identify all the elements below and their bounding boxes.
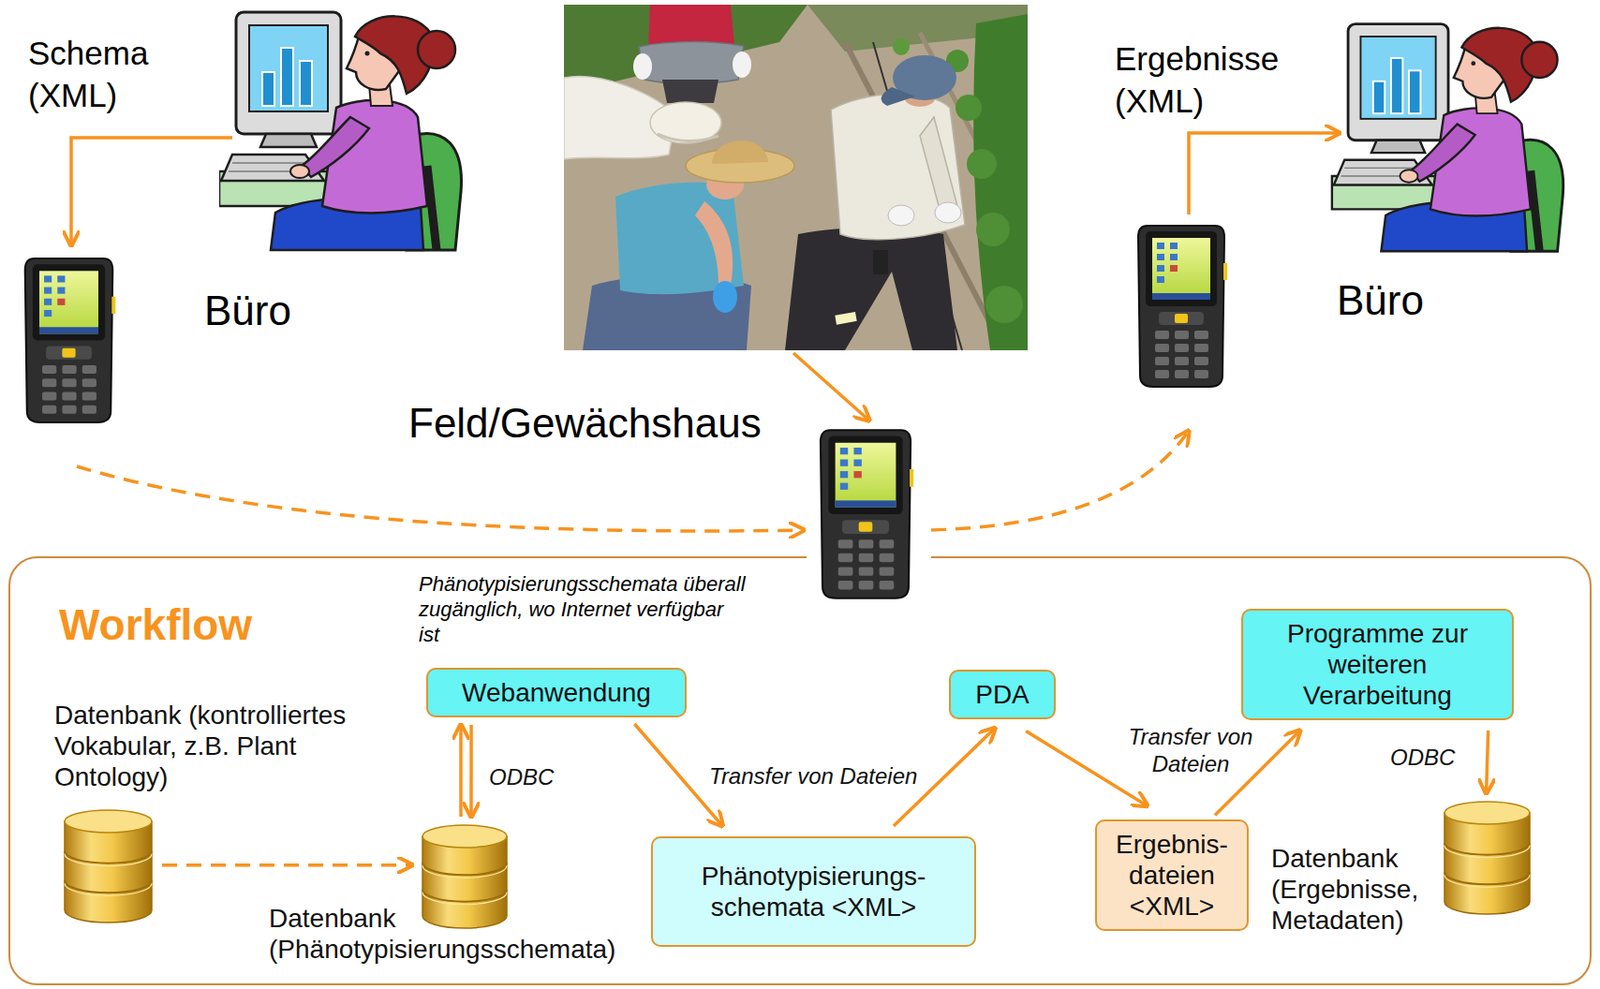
field-photo-part (563, 4, 1028, 351)
database-cylinder-shape-part (422, 836, 507, 929)
flow-arrow (162, 863, 413, 868)
database-cylinder-shape-part (422, 862, 507, 875)
location-label: Büro (1336, 276, 1424, 326)
field-photo-part (881, 87, 916, 106)
field-photo-part (732, 51, 752, 78)
annotation-label: Schema (XML) (28, 31, 169, 117)
database-cylinder-shape (1443, 800, 1531, 916)
database-cylinder-shape-part (64, 851, 152, 864)
box-label: Webanwendung (461, 677, 652, 709)
flow-arrow (71, 133, 1340, 532)
database-cylinder-shape-part (1444, 874, 1530, 888)
database-label: Datenbank (kontrolliertes Vokabular, z.B… (54, 699, 355, 793)
field-photo-part (650, 102, 722, 144)
database-cylinder-shape-part (64, 821, 152, 923)
edge-label: ODBC (1390, 743, 1455, 771)
database-cylinder-shape-part (64, 854, 152, 867)
note-text: Phänotypisierungsschemata überall zugäng… (418, 571, 747, 648)
field-photo-part (785, 227, 958, 352)
field-photo-part (563, 4, 1028, 351)
field-photo-part (973, 14, 1028, 351)
field-photo-part (985, 285, 1023, 324)
pda-device (1138, 225, 1228, 387)
database-cylinder-shape (63, 809, 153, 924)
field-photo-part (888, 205, 915, 226)
field-photo-part (712, 281, 738, 313)
field-photo-part (695, 201, 733, 286)
field-photo-part (919, 117, 958, 213)
edge-label: Transfer von Dateien (709, 762, 918, 790)
database-cylinder-shape-part (1444, 845, 1530, 859)
database-label: Datenbank (Phänotypisierungsschemata) (268, 903, 635, 965)
panel-outline (9, 557, 1591, 985)
field-photo-part (633, 53, 652, 80)
box-label: PDA (975, 679, 1030, 711)
location-label: Feld/Gewächshaus (408, 399, 762, 448)
process-box: Webanwendung (426, 667, 687, 718)
pda-device (25, 258, 117, 423)
database-cylinder-shape-part (422, 889, 507, 903)
pda-device (820, 429, 914, 599)
flow-arrow-part (793, 353, 870, 421)
field-photo-part (976, 212, 1010, 247)
field-photo-part (834, 311, 857, 326)
flow-arrow (459, 725, 463, 817)
office-worker-clipart (1332, 24, 1564, 252)
field-photo (563, 4, 1028, 351)
document-box: Phänotypisierungs- schemata <XML> (651, 836, 977, 948)
database-cylinder-shape (421, 824, 508, 930)
field-photo-part (638, 42, 744, 85)
database-cylinder-shape-part (1444, 813, 1530, 915)
panel-title: Workflow (59, 599, 252, 651)
database-cylinder-shape-part (422, 825, 507, 848)
field-photo-part (955, 94, 982, 121)
database-cylinder: Datenbank (Phänotypisierungsschemata) (421, 824, 508, 930)
process-box: Programme zur weiteren Verarbeitung (1241, 608, 1514, 721)
location-label: Büro (204, 286, 292, 336)
database-label: Datenbank (Ergebnisse, Metadaten) (1271, 843, 1433, 936)
box-label: Programme zur weiteren Verarbeitung (1256, 618, 1499, 712)
flow-arrow-part (71, 137, 233, 246)
database-cylinder: Datenbank (Ergebnisse, Metadaten) (1443, 800, 1531, 916)
edge-label: ODBC (488, 763, 554, 791)
flow-arrow-part (76, 466, 804, 532)
database-cylinder: Datenbank (kontrolliertes Vokabular, z.B… (63, 809, 153, 924)
field-photo-part (657, 133, 719, 142)
database-cylinder-shape-part (1444, 872, 1530, 885)
database-cylinder-shape-part (1444, 801, 1530, 825)
database-cylinder-shape-part (422, 892, 507, 905)
office-worker-clipart (219, 12, 461, 251)
box-label: Phänotypisierungs- schemata <XML> (666, 860, 962, 923)
box-label: Ergebnis- dateien <XML> (1110, 829, 1234, 922)
field-photo-part (662, 79, 719, 104)
flow-arrow (469, 725, 474, 817)
flow-arrow-part (931, 430, 1189, 531)
flow-arrow (1486, 730, 1489, 794)
database-cylinder-shape-part (422, 865, 507, 878)
document-box: Ergebnis- dateien <XML> (1095, 819, 1249, 932)
field-photo-part (711, 140, 769, 164)
database-cylinder-shape-part (64, 883, 152, 896)
device-box: PDA (948, 669, 1056, 720)
database-cylinder-shape-part (1444, 843, 1530, 856)
edge-label: Transfer von Dateien (1125, 723, 1257, 778)
field-photo-part (830, 93, 965, 240)
database-cylinder-shape-part (64, 810, 152, 833)
flow-arrow-part (1188, 133, 1340, 215)
database-cylinder-shape-part (64, 880, 152, 893)
annotation-label: Ergebnisse (XML) (1114, 37, 1303, 122)
field-photo-part (892, 38, 910, 56)
field-photo-part (873, 250, 889, 275)
field-photo-part (934, 202, 962, 223)
field-photo-part (966, 148, 997, 179)
